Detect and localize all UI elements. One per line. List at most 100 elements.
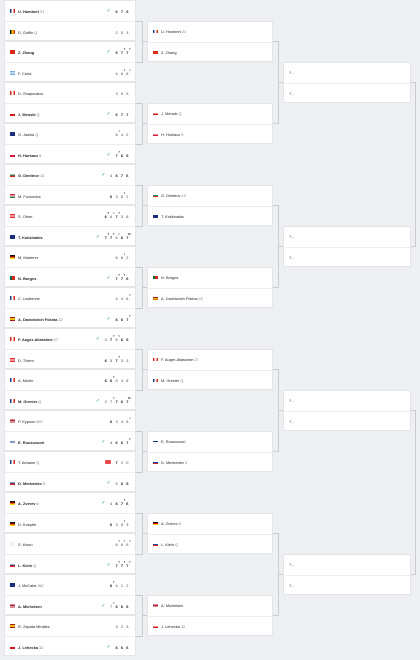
player-row[interactable]: Z. Zhang: [148, 43, 272, 63]
set-games: 2: [104, 398, 107, 404]
player-row[interactable]: ? -: [284, 412, 410, 432]
player-row[interactable]: N. Borges: [148, 268, 272, 288]
bracket-connector: [273, 205, 278, 206]
match-card[interactable]: ? -? -: [283, 61, 411, 104]
player-row[interactable]: T. Kokkinakis: [148, 207, 272, 227]
player-name: Z. Zhang: [161, 50, 177, 55]
player-row[interactable]: ? -: [284, 555, 410, 575]
set-games: 6: [120, 234, 123, 240]
player-row[interactable]: E. Ruusuvuori: [148, 432, 272, 452]
set-games: 4: [120, 377, 123, 383]
player-row[interactable]: ? -: [284, 248, 410, 268]
player-row[interactable]: A. Michelsen: [148, 596, 272, 616]
match-card[interactable]: ? -? -: [283, 553, 411, 596]
canada-flag-icon: [10, 91, 15, 95]
bracket-connector: [141, 615, 147, 616]
player-seed: 27: [194, 357, 199, 362]
bracket-connector: [273, 615, 278, 616]
set-score: 6: [125, 378, 130, 383]
match-card[interactable]: ? -? -: [283, 389, 411, 432]
player-row[interactable]: ? -: [284, 227, 410, 247]
player-row[interactable]: ? -: [284, 63, 410, 83]
set-score: 6: [125, 153, 130, 158]
player-row[interactable]: ? -: [284, 576, 410, 596]
set-games: 3: [115, 521, 118, 527]
set-games: 7: [115, 152, 118, 158]
match-card[interactable]: ? -? -: [283, 225, 411, 268]
player-row[interactable]: ? -: [284, 84, 410, 104]
canada-flag-icon: [10, 337, 15, 341]
player-row[interactable]: ? -: [284, 391, 410, 411]
player-seed: 27: [53, 336, 58, 342]
